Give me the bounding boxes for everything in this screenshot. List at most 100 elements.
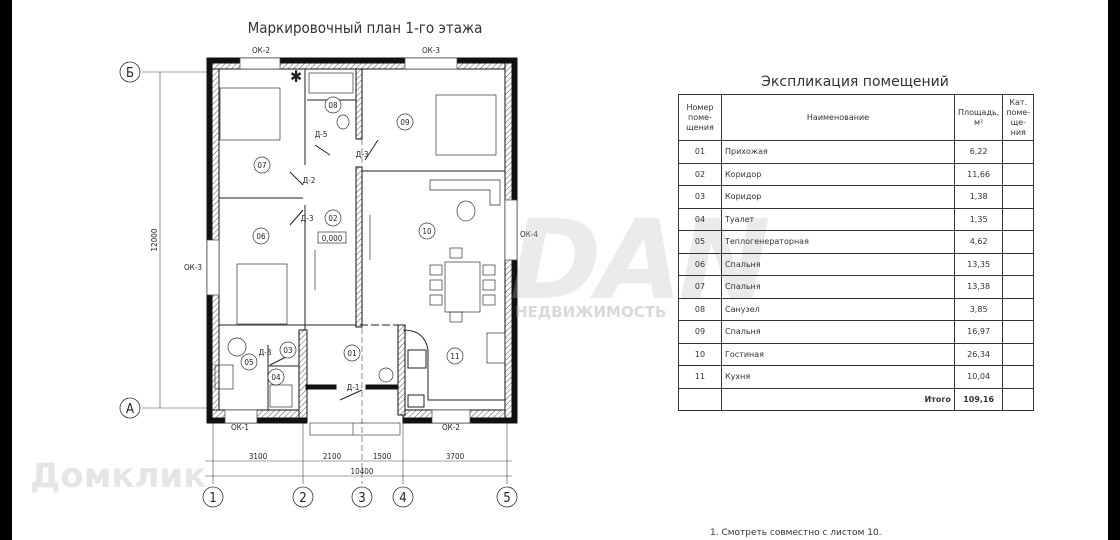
- explication-title: Экспликация помещений: [761, 74, 949, 90]
- axis-label: Б: [126, 66, 134, 81]
- room-number-cell: 09: [678, 320, 722, 344]
- room-number: 01: [347, 349, 356, 358]
- room-name-cell: Туалет: [721, 207, 955, 231]
- door-label: Д-5: [315, 130, 328, 139]
- room-number-cell: 07: [678, 275, 722, 299]
- toilet-icon: [336, 114, 350, 130]
- room-number-cell: 06: [678, 252, 722, 276]
- room-name-cell: Гостиная: [721, 342, 955, 366]
- header-number: Номер поме- щения: [678, 94, 722, 141]
- room-number: 09: [400, 118, 410, 127]
- header-name: Наименование: [721, 94, 955, 141]
- room-area-cell: 4,62: [953, 230, 1004, 254]
- explication-table: Номер поме- щения Наименование Площадь, …: [678, 94, 1035, 411]
- room-category-cell: [1002, 162, 1035, 186]
- bed-icon: [219, 87, 281, 141]
- sofa-icon: [429, 179, 501, 206]
- window-label: ОК-1: [231, 423, 249, 432]
- bed-icon: [435, 94, 497, 156]
- right-black-border: [1108, 0, 1120, 540]
- dimension: 2100: [323, 452, 342, 461]
- room-name-cell: Спальня: [721, 252, 955, 276]
- room-area-cell: 6,22: [953, 140, 1004, 164]
- room-number: 10: [422, 227, 432, 236]
- room-category-cell: [1002, 230, 1035, 254]
- room-number: 11: [450, 352, 459, 361]
- room-number: 05: [244, 358, 253, 367]
- window-label: ОК-2: [442, 423, 460, 432]
- dimension: 1500: [373, 452, 392, 461]
- room-number-cell: 11: [678, 365, 722, 389]
- header-category: Кат. поме- ще- ния: [1002, 94, 1035, 141]
- room-area-cell: 13,38: [953, 275, 1004, 299]
- room-category-cell: [1002, 185, 1035, 209]
- room-number-cell: 05: [678, 230, 722, 254]
- room-name-cell: Коридор: [721, 162, 955, 186]
- room-number: 04: [271, 373, 281, 382]
- axis-marker-4: [392, 486, 414, 508]
- room-number: 07: [257, 161, 266, 170]
- room-name-cell: Коридор: [721, 185, 955, 209]
- left-black-border: [0, 0, 12, 540]
- room-number: 08: [328, 101, 338, 110]
- table-total-row: Итого 109,16: [678, 387, 1035, 411]
- room-number: 02: [328, 214, 337, 223]
- room-number-cell: 03: [678, 185, 722, 209]
- door-label: Д-3: [356, 150, 369, 159]
- window-label: ОК-3: [422, 46, 440, 55]
- room-number-cell: 02: [678, 162, 722, 186]
- axis-marker-a: [119, 397, 141, 419]
- entrance-steps: [309, 422, 401, 436]
- table-header-row: Номер поме- щения Наименование Площадь, …: [678, 94, 1035, 141]
- total-label: Итого: [721, 387, 955, 411]
- bed-icon: [236, 263, 288, 325]
- bathtub-icon: [308, 72, 354, 94]
- dining-table-icon: [444, 261, 481, 313]
- header-area: Площадь, м²: [953, 94, 1004, 141]
- furniture: [214, 72, 506, 408]
- total-area: 109,16: [953, 387, 1004, 411]
- level-mark: 0,000: [322, 234, 343, 243]
- room-area-cell: 3,85: [953, 297, 1004, 321]
- axis-marker-2: [292, 486, 314, 508]
- fridge-icon: [486, 332, 506, 364]
- room-category-cell: [1002, 342, 1035, 366]
- watermark-domclick: Домклик: [30, 456, 207, 496]
- axis-marker-b: [119, 61, 141, 83]
- room-name-cell: Прихожая: [721, 140, 955, 164]
- dimension: 3100: [249, 452, 268, 461]
- boiler-icon: [227, 337, 247, 357]
- room-number-cell: 08: [678, 297, 722, 321]
- room-category-cell: [1002, 297, 1035, 321]
- axis-label: 5: [503, 491, 510, 506]
- partitions: [219, 69, 505, 410]
- room-area-cell: 10,04: [953, 365, 1004, 389]
- axis-label: 3: [358, 491, 365, 506]
- axis-marker-1: [202, 486, 224, 508]
- room-area-cell: 13,35: [953, 252, 1004, 276]
- axis-label: 4: [399, 491, 406, 506]
- round-table-icon: [378, 367, 394, 383]
- room-category-cell: [1002, 207, 1035, 231]
- room-name-cell: Теплогенераторная: [721, 230, 955, 254]
- room-name-cell: Спальня: [721, 275, 955, 299]
- room-number: 03: [283, 346, 292, 355]
- room-category-cell: [1002, 275, 1035, 299]
- room-area-cell: 1,35: [953, 207, 1004, 231]
- room-category-cell: [1002, 140, 1035, 164]
- windows: [206, 57, 518, 424]
- dimension: 3700: [446, 452, 465, 461]
- room-number-cell: 04: [678, 207, 722, 231]
